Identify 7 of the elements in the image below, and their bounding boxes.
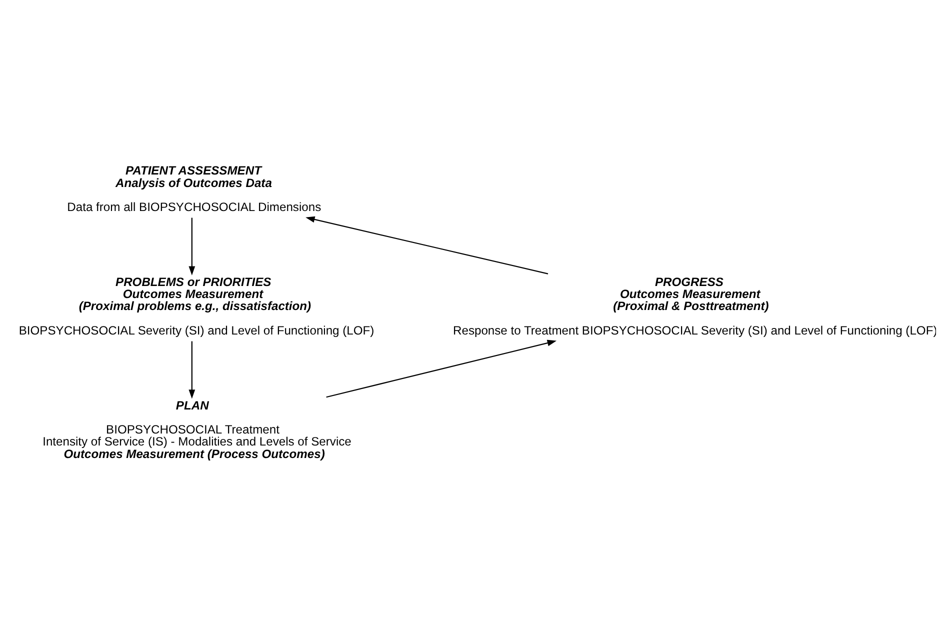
- node-text: PATIENT ASSESSMENT Analysis of Outcomes Data Data from all BIOPSYCHOSOCIAL Dimensions: [67, 163, 322, 214]
- arrow: [188, 217, 196, 275]
- node-text: PROBLEMS or PRIORITIES Outcomes Measurement (Proximal problems e.g., dissatisfaction) BIOPSYCHOSOCIAL Severity (SI) and Level of Functioning (LOF): [18, 274, 374, 337]
- arrow: [326, 339, 557, 398]
- node-text: PLAN BIOPSYCHOSOCIAL Treatment Intensity of Service (IS) - Modalities and Levels of Service Outcomes Measurement (Process Outcomes): [42, 398, 352, 460]
- arrow: [188, 340, 196, 398]
- arrow: [306, 216, 548, 274]
